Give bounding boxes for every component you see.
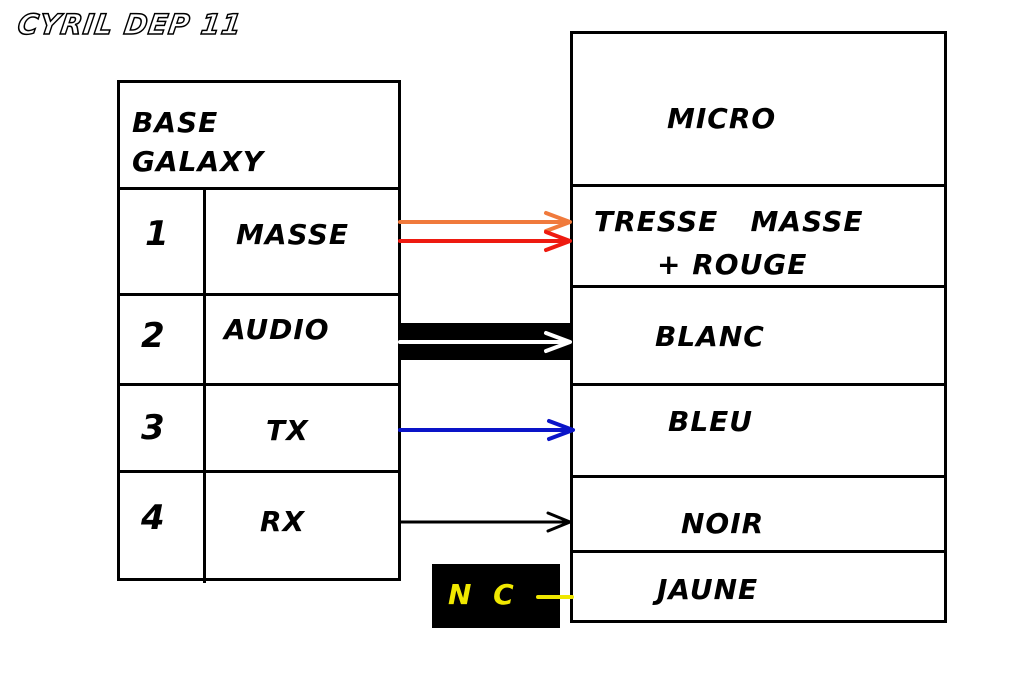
base-row-divider-3 <box>117 470 401 473</box>
wire-masse-red <box>398 230 572 252</box>
micro-header: MICRO <box>667 102 777 135</box>
pin-number-2: 2 <box>141 316 166 356</box>
wire-rx-black <box>398 511 572 533</box>
base-row-divider-2 <box>117 383 401 386</box>
micro-row-divider-3 <box>570 383 947 386</box>
base-label-line2: GALAXY <box>132 145 265 178</box>
micro-wire-jaune: JAUNE <box>657 573 759 606</box>
micro-wire-bleu: BLEU <box>668 405 754 438</box>
base-header-divider <box>117 187 401 190</box>
micro-row-divider-4 <box>570 475 947 478</box>
base-label-line1: BASE <box>132 106 219 139</box>
micro-wire-blanc: BLANC <box>655 320 765 353</box>
wire-masse-orange <box>398 211 572 233</box>
micro-wire-masse-line2: + ROUGE <box>657 248 808 281</box>
micro-row-divider-2 <box>570 285 947 288</box>
wire-audio-blanc <box>398 323 572 360</box>
nc-label: N C <box>448 578 520 611</box>
micro-wire-noir: NOIR <box>681 507 765 540</box>
micro-row-divider-1 <box>570 184 947 187</box>
pin-number-4: 4 <box>141 498 166 538</box>
micro-wire-masse-line1: TRESSE MASSE <box>594 205 864 238</box>
pin-name-3: TX <box>266 414 309 447</box>
micro-row-divider-5 <box>570 550 947 553</box>
wire-tx-blue <box>398 419 575 441</box>
pin-name-2: AUDIO <box>224 313 330 346</box>
pin-name-1: MASSE <box>236 218 349 251</box>
pin-number-3: 3 <box>141 408 166 448</box>
pin-number-1: 1 <box>145 214 170 254</box>
pin-name-4: RX <box>260 505 306 538</box>
base-row-divider-1 <box>117 293 401 296</box>
